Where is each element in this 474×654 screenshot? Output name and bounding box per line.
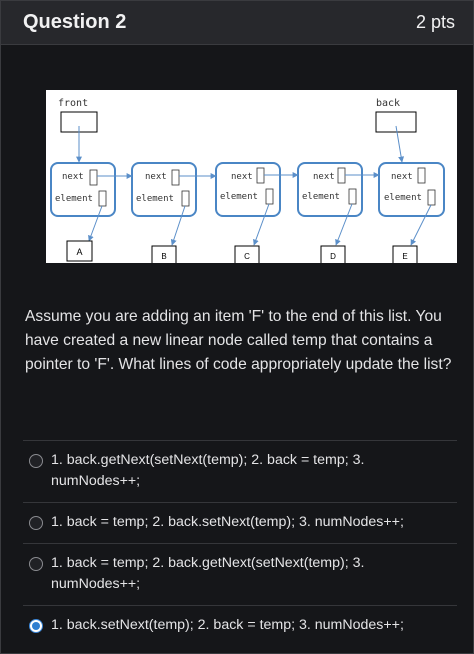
question-points: 2 pts: [415, 12, 455, 32]
node-element-label: element: [384, 193, 422, 203]
node-next-box: [337, 167, 346, 184]
value-label-c: C: [244, 252, 250, 261]
back-arrow: [395, 125, 405, 163]
element-arrow: [410, 204, 432, 246]
node-next-label: next: [313, 172, 335, 182]
element-arrow: [253, 203, 270, 246]
node-element-label: element: [220, 192, 258, 202]
node-element-box: [265, 188, 274, 205]
value-box-e: [392, 245, 418, 263]
question-text: Assume you are adding an item 'F' to the…: [25, 308, 452, 373]
node-next-box: [171, 169, 180, 186]
radio-button-selected[interactable]: [29, 619, 43, 633]
node-next-box: [256, 167, 265, 184]
answer-option-label: 1. back = temp; 2. back.getNext(setNext(…: [51, 555, 365, 592]
answer-option-4[interactable]: 1. back.setNext(temp); 2. back = temp; 3…: [23, 605, 457, 646]
node-element-label: element: [55, 194, 93, 204]
node-element-box: [427, 189, 436, 206]
node-next-box: [89, 169, 98, 186]
node-next-label: next: [231, 172, 253, 182]
value-label-a: A: [76, 247, 82, 257]
value-label-e: E: [402, 252, 407, 261]
element-arrow: [170, 205, 186, 246]
list-node-d: next element: [297, 162, 363, 217]
radio-button[interactable]: [29, 557, 43, 571]
answer-option-1[interactable]: 1. back.getNext(setNext(temp); 2. back =…: [23, 440, 457, 502]
node-element-label: element: [136, 194, 174, 204]
node-next-label: next: [391, 172, 413, 182]
answer-option-2[interactable]: 1. back = temp; 2. back.setNext(temp); 3…: [23, 502, 457, 543]
node-element-box: [348, 188, 357, 205]
answer-option-label: 1. back.getNext(setNext(temp); 2. back =…: [51, 452, 365, 489]
value-box-b: [151, 245, 177, 263]
element-arrow: [88, 205, 103, 242]
linked-list-diagram: front back next element next element: [46, 90, 457, 263]
radio-button[interactable]: [29, 454, 43, 468]
answer-option-label: 1. back = temp; 2. back.setNext(temp); 3…: [51, 514, 404, 530]
list-node-a: next element: [50, 162, 116, 217]
answer-option-label: 1. back.setNext(temp); 2. back = temp; 3…: [51, 617, 404, 633]
back-label: back: [376, 98, 400, 109]
list-node-b: next element: [131, 162, 197, 217]
list-node-e: next element: [378, 162, 445, 217]
list-node-c: next element: [215, 162, 281, 217]
node-next-label: next: [145, 172, 167, 182]
answer-options: 1. back.getNext(setNext(temp); 2. back =…: [23, 440, 457, 646]
node-element-box: [181, 190, 190, 207]
node-next-box: [417, 167, 426, 184]
value-label-b: B: [161, 252, 166, 261]
question-header: Question 2 2 pts: [1, 1, 473, 45]
node-element-box: [98, 190, 107, 207]
value-box-a: [66, 240, 93, 262]
front-label: front: [58, 98, 88, 109]
question-title: Question 2: [23, 11, 127, 33]
value-label-d: D: [330, 252, 336, 261]
radio-button[interactable]: [29, 516, 43, 530]
value-box-d: [320, 245, 346, 263]
node-element-label: element: [302, 192, 340, 202]
node-next-label: next: [62, 172, 84, 182]
answer-option-3[interactable]: 1. back = temp; 2. back.getNext(setNext(…: [23, 543, 457, 605]
value-box-c: [234, 245, 260, 263]
element-arrow: [335, 203, 353, 246]
back-pointer-box: [375, 111, 417, 133]
